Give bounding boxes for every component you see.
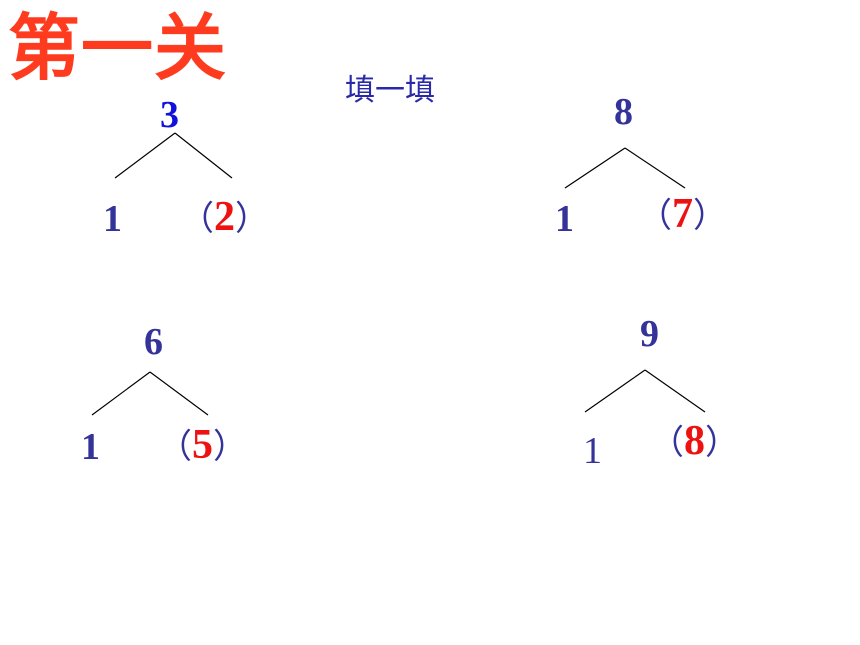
tree-3-answer: 5 <box>192 422 213 468</box>
close-paren: ） <box>235 201 269 238</box>
tree-2-answer-box: （7） <box>638 193 727 235</box>
close-paren: ） <box>693 198 727 235</box>
tree-1-answer-box: （2） <box>180 196 269 238</box>
tree-3-answer-box: （5） <box>158 424 247 466</box>
open-paren: （ <box>158 429 192 466</box>
tree-3-top-number: 6 <box>144 321 163 363</box>
tree-3-right-branch <box>149 371 209 416</box>
tree-2-answer: 7 <box>672 191 693 237</box>
tree-4-left-branch <box>584 369 646 413</box>
tree-4-right-branch <box>644 369 706 413</box>
tree-2-top-number: 8 <box>614 91 633 133</box>
tree-2-left-number: 1 <box>555 198 574 240</box>
tree-1-answer: 2 <box>214 194 235 240</box>
subtitle: 填一填 <box>345 73 435 108</box>
tree-1-right-branch <box>174 132 233 179</box>
tree-1-left-branch <box>114 132 176 179</box>
tree-1-left-number: 1 <box>103 198 122 240</box>
tree-2-left-branch <box>564 147 626 189</box>
tree-3-left-branch <box>91 371 151 416</box>
tree-4-answer: 8 <box>684 418 705 464</box>
close-paren: ） <box>213 429 247 466</box>
open-paren: （ <box>638 198 672 235</box>
tree-3-left-number: 1 <box>81 426 100 468</box>
page-title: 第一关 <box>8 6 228 90</box>
open-paren: （ <box>650 425 684 462</box>
tree-1-top-number: 3 <box>160 94 179 136</box>
tree-4-answer-box: （8） <box>650 420 739 462</box>
open-paren: （ <box>180 201 214 238</box>
tree-4-top-number: 9 <box>640 313 659 355</box>
tree-2-right-branch <box>624 147 686 189</box>
tree-4-left-number: 1 <box>583 430 602 472</box>
close-paren: ） <box>705 425 739 462</box>
